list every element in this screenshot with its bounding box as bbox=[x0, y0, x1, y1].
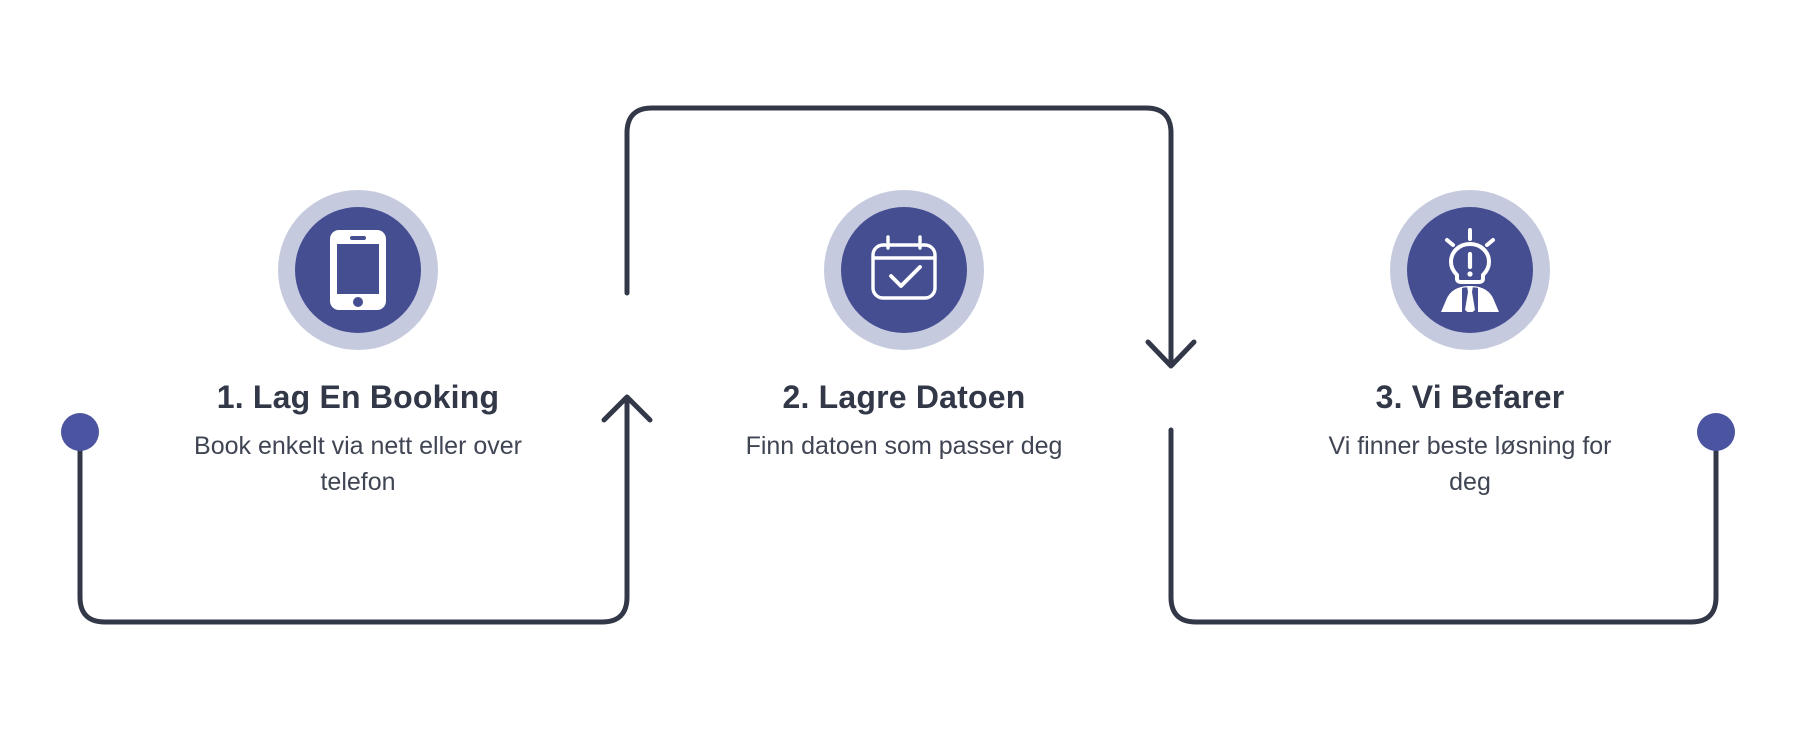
step-1-badge bbox=[278, 190, 438, 350]
calendar-check-icon bbox=[865, 231, 943, 309]
step-item-3[interactable]: 3. Vi Befarer Vi finner beste løsning fo… bbox=[1197, 0, 1743, 501]
step-2-description: Finn datoen som passer deg bbox=[745, 432, 1063, 461]
step-2-badge bbox=[824, 190, 984, 350]
step-3-badge-inner bbox=[1407, 207, 1533, 333]
step-1-badge-inner bbox=[295, 207, 421, 333]
step-2-title: 2. Lagre Datoen bbox=[782, 379, 1026, 415]
smartphone-icon bbox=[327, 227, 389, 313]
person-idea-bulb-icon bbox=[1429, 228, 1511, 312]
step-1-title: 1. Lag En Booking bbox=[216, 379, 500, 415]
step-2-badge-inner bbox=[841, 207, 967, 333]
step-3-badge bbox=[1390, 190, 1550, 350]
step-3-description: Vi finner beste løsning for deg bbox=[1328, 432, 1612, 497]
step-3-title: 3. Vi Befarer bbox=[1375, 379, 1565, 415]
step-item-2[interactable]: 2. Lagre Datoen Finn datoen som passer d… bbox=[631, 0, 1177, 464]
step-item-1[interactable]: 1. Lag En Booking Book enkelt via nett e… bbox=[85, 0, 631, 501]
step-1-description: Book enkelt via nett eller over telefon bbox=[194, 432, 522, 497]
